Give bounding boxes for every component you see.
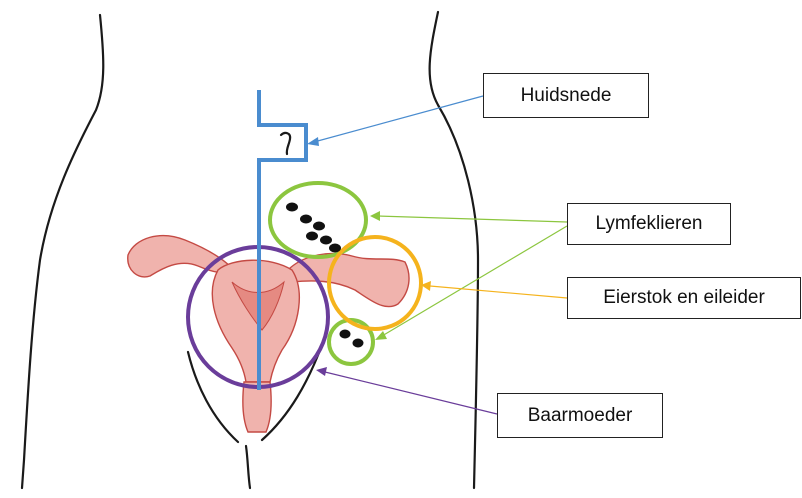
- navel-mark: [281, 133, 290, 154]
- lymph-connector-lower: [382, 226, 567, 336]
- label-ovary-tube: Eierstok en eileider: [567, 277, 801, 319]
- lymph-node-dot: [353, 339, 364, 348]
- label-incision-text: Huidsnede: [521, 85, 612, 107]
- lymph-node-dot: [300, 215, 312, 224]
- incision-arrowhead: [307, 137, 319, 146]
- uterus-connector: [325, 372, 497, 414]
- uterus-illustration: [128, 236, 409, 432]
- label-ovary-tube-text: Eierstok en eileider: [603, 287, 765, 309]
- label-uterus-text: Baarmoeder: [528, 405, 633, 427]
- lymph-arrowhead-lower: [375, 331, 387, 340]
- lymph-node-dot: [306, 232, 318, 241]
- lymph-node-dot: [329, 244, 341, 253]
- thigh-left: [188, 352, 238, 442]
- lymph-node-dot: [320, 236, 332, 245]
- body-outline-left: [22, 15, 103, 488]
- lymph-node-dot: [313, 222, 325, 231]
- lymph-node-dot: [340, 330, 351, 339]
- lymph-arrowhead-upper: [370, 211, 380, 221]
- body-outline-right: [430, 12, 478, 488]
- groin-center: [246, 446, 250, 488]
- ovary-connector: [430, 286, 567, 298]
- right-tube: [290, 253, 409, 306]
- label-incision: Huidsnede: [483, 73, 649, 118]
- left-tube: [128, 236, 232, 277]
- uterus-arrowhead: [316, 367, 327, 376]
- incision-connector: [314, 96, 483, 142]
- label-lymph-nodes: Lymfeklieren: [567, 203, 731, 245]
- label-lymph-nodes-text: Lymfeklieren: [595, 213, 702, 235]
- lymph-node-dot: [286, 203, 298, 212]
- label-uterus: Baarmoeder: [497, 393, 663, 438]
- lymph-connector-upper: [378, 216, 567, 222]
- lymph-node-circle-upper: [270, 183, 366, 257]
